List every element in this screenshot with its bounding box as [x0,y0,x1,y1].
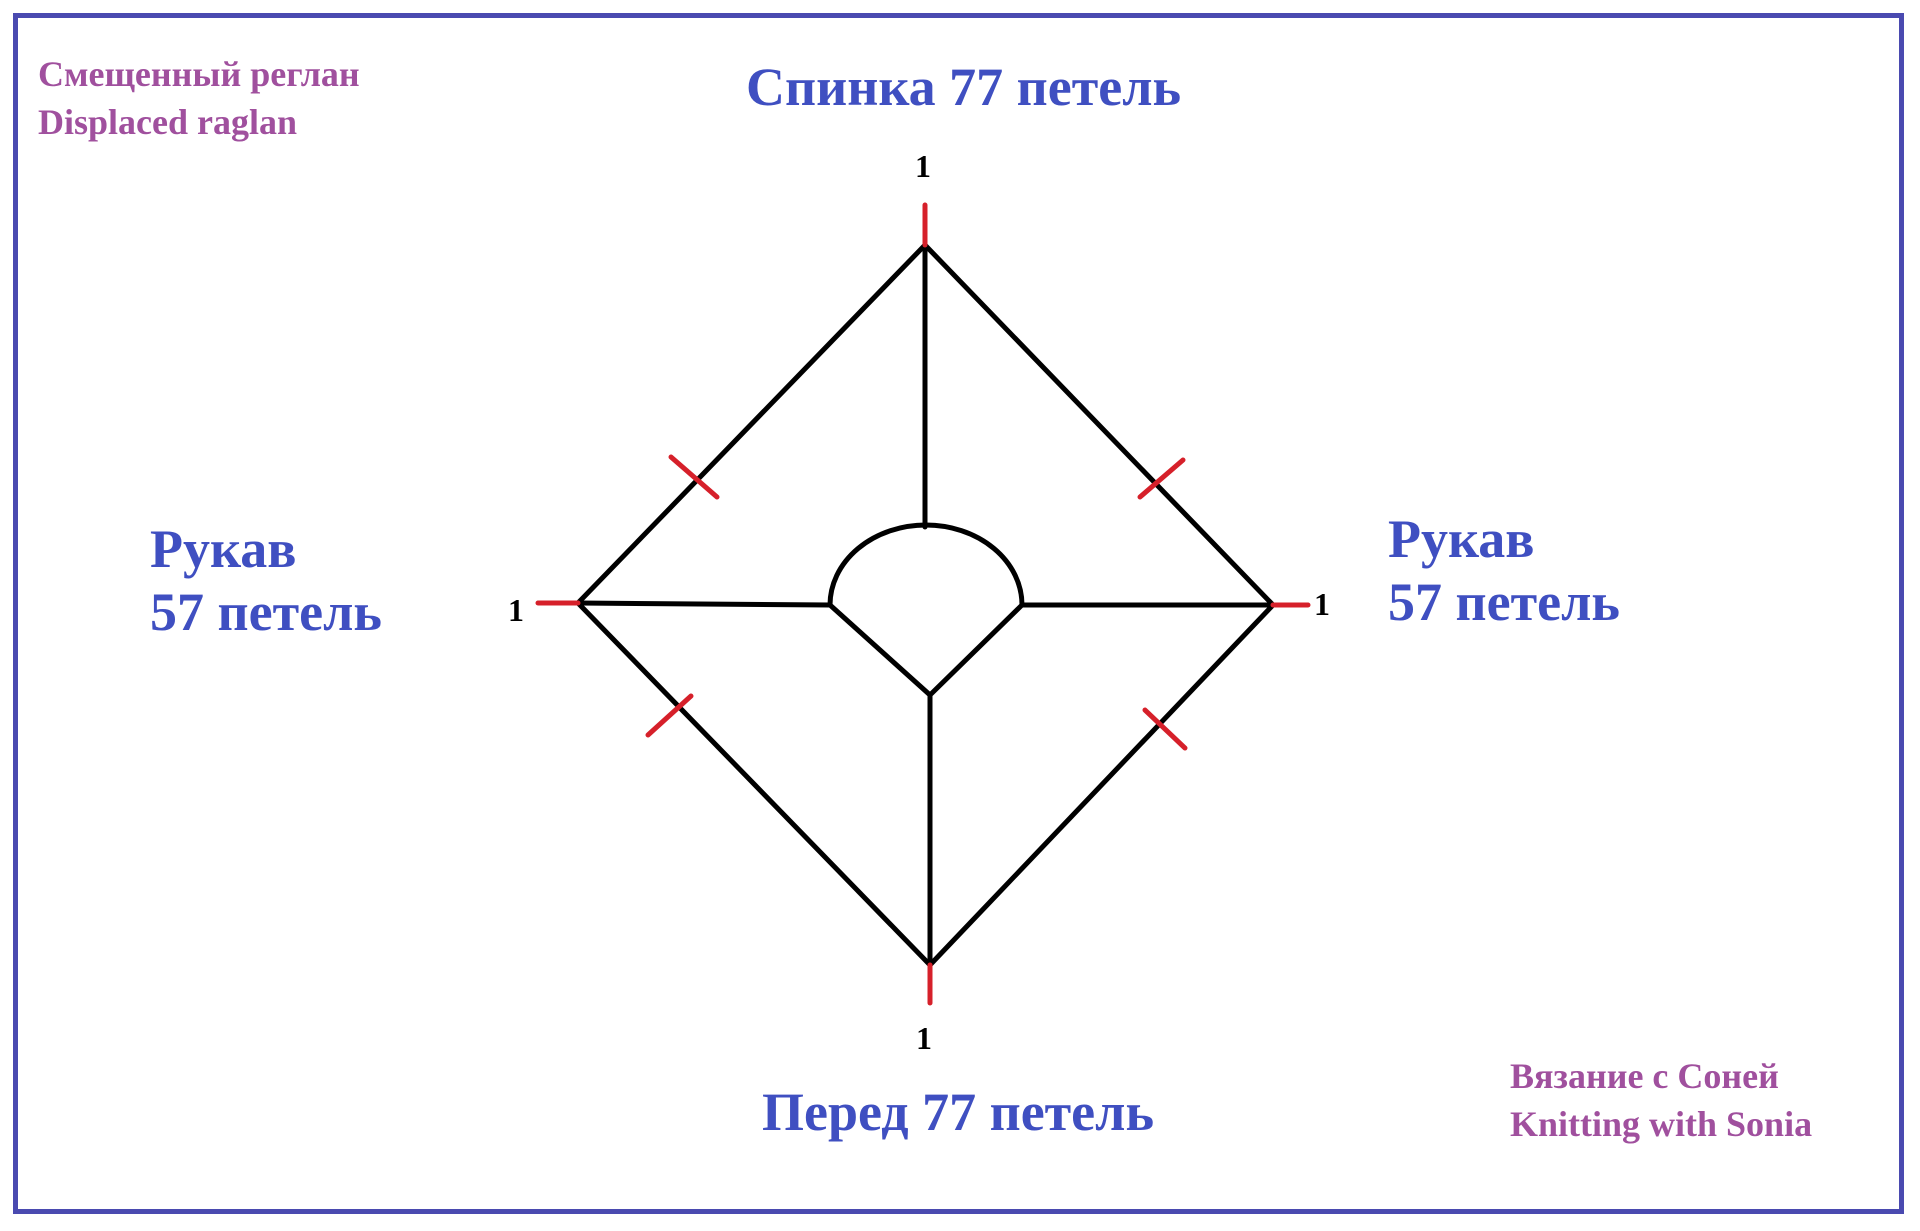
front-label: Перед 77 петель [762,1082,1155,1142]
neckline-arc [827,522,1025,608]
left-sleeve-title: Рукав [150,519,297,579]
corner-number-left: 1 [508,592,524,628]
left-raglan-line [575,600,833,608]
title-en: Displaced raglan [38,102,298,142]
marker-front-left [645,693,694,738]
corner-number-bottom: 1 [916,1020,932,1056]
right-sleeve-title: Рукав [1388,509,1535,569]
corner-number-top: 1 [915,148,931,184]
author-ru: Вязание с Соней [1510,1056,1779,1096]
author-en: Knitting with Sonia [1510,1104,1813,1144]
corner-number-right: 1 [1314,586,1330,622]
marker-back-left [668,454,720,500]
right-sleeve-count: 57 петель [1388,572,1620,632]
marker-front-right [1142,707,1188,751]
back-label: Спинка 77 петель [746,57,1182,117]
border-frame [13,13,1904,1214]
title-ru: Смещенный реглан [38,54,360,94]
marker-back-right [1137,457,1186,500]
front-neck-lines [827,602,1025,698]
left-sleeve-count: 57 петель [150,582,382,642]
